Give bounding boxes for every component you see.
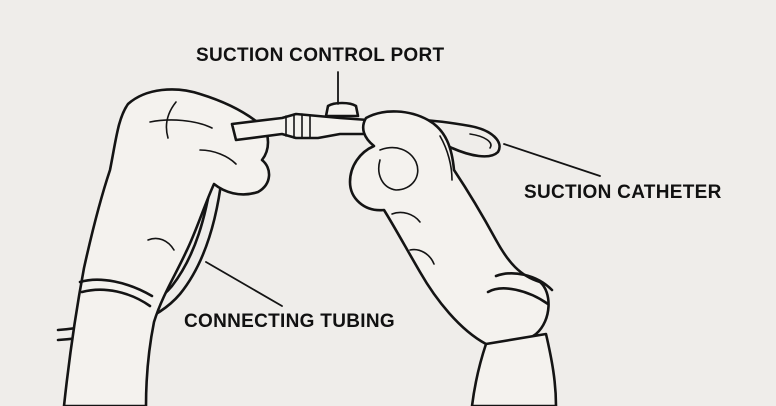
right-gloved-hand (348, 110, 558, 406)
suction-control-port-drawing (324, 101, 360, 118)
leader-line-tubing (205, 261, 283, 307)
label-suction-control-port: SUCTION CONTROL PORT (196, 45, 445, 66)
label-suction-catheter: SUCTION CATHETER (524, 182, 722, 203)
label-connecting-tubing: CONNECTING TUBING (184, 311, 395, 332)
leader-line-catheter (503, 143, 601, 177)
